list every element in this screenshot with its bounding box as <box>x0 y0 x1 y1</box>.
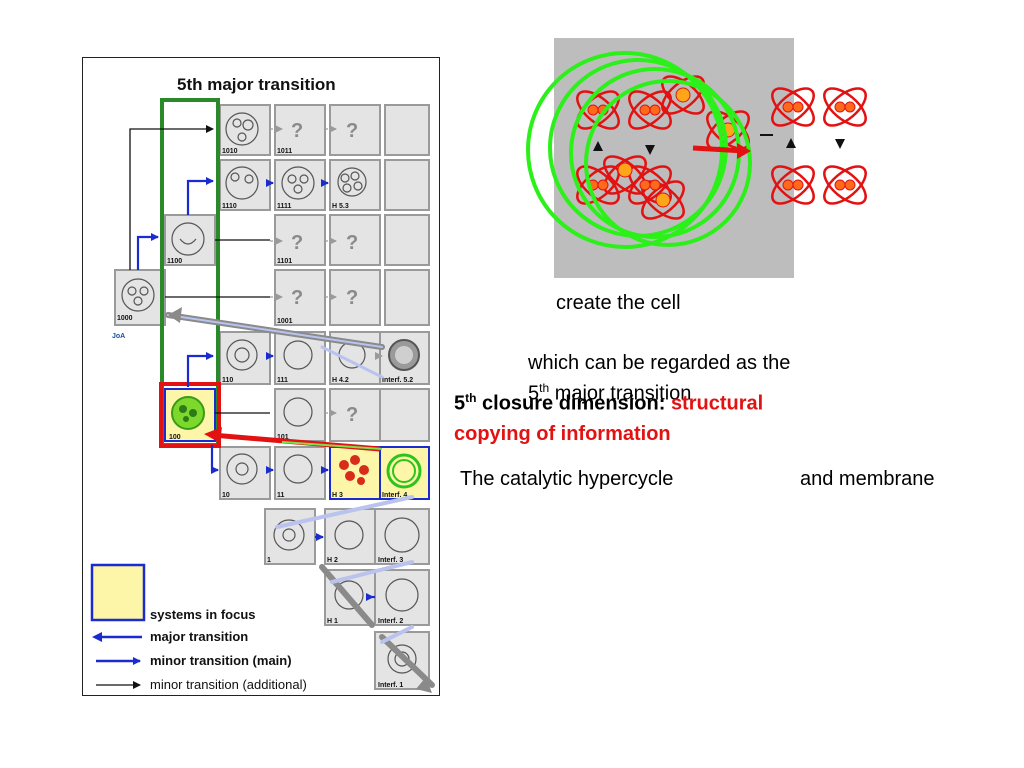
cell-r4c4 <box>329 269 381 326</box>
cell-r1c5 <box>384 104 430 156</box>
cell-label: 1010 <box>222 148 238 155</box>
question-mark: ? <box>346 232 358 254</box>
question-mark: ? <box>291 287 303 309</box>
cell-label: H 3 <box>332 492 343 499</box>
cell-r6c4 <box>329 388 381 442</box>
cell-1110 <box>219 159 271 211</box>
joa-label: JoA <box>112 333 125 340</box>
cell-label: 100 <box>169 434 181 441</box>
closure-sup: th <box>465 391 477 405</box>
cell-label: H 1 <box>327 618 338 625</box>
cell-label: 1011 <box>277 148 292 155</box>
cell-label: 1101 <box>277 258 292 265</box>
closure-black: closure dimension: <box>476 392 671 415</box>
cell-label: Interf. 1 <box>378 682 403 689</box>
cell-icon-100 <box>171 396 205 430</box>
cell-label: 111 <box>277 377 288 384</box>
cell-label: Interf. 5.2 <box>382 377 413 384</box>
cell-icon-h2 <box>334 520 364 550</box>
cell-r3c5 <box>384 214 430 266</box>
regarded-text-line2: 5th major transition <box>528 381 691 406</box>
hypercycle-molecules <box>576 75 867 220</box>
regarded-num: 5 <box>528 382 540 405</box>
cell-label: 1001 <box>277 318 293 325</box>
cell-label: 1 <box>267 557 271 564</box>
cell-label: Interf. 2 <box>378 618 403 625</box>
membrane-text: and membrane <box>800 468 935 490</box>
cell-11 <box>274 446 326 500</box>
cell-1011 <box>274 104 326 156</box>
legend-systems-in-focus: systems in focus <box>150 607 256 622</box>
cell-label: 1111 <box>277 203 292 210</box>
cell-icon-h1 <box>334 580 364 610</box>
cell-label: 1100 <box>167 258 182 265</box>
regarded-suffix: major transition <box>549 382 692 405</box>
legend-minor-main: minor transition (main) <box>150 653 292 668</box>
cell-icon-interf1 <box>387 644 417 674</box>
cell-icon-1111 <box>281 166 315 200</box>
cell-icon-h3 <box>339 455 369 485</box>
cell-label: 1000 <box>117 315 133 322</box>
cell-r6c5 <box>379 388 430 442</box>
cell-label: H 2 <box>327 557 338 564</box>
cell-label: 1110 <box>222 203 237 210</box>
cell-icon-1010 <box>225 112 259 146</box>
cell-label: 10 <box>222 492 230 499</box>
cell-icon-1110 <box>225 166 259 200</box>
cell-h2 <box>324 508 376 565</box>
question-mark: ? <box>346 287 358 309</box>
transition-diagram: 5th major transition <box>82 57 440 696</box>
closure-num: 5 <box>454 392 466 415</box>
cell-icon-10 <box>226 453 258 485</box>
cell-interf3 <box>374 508 430 565</box>
cell-label: Interf. 4 <box>382 492 407 499</box>
cell-label: 101 <box>277 434 289 441</box>
cell-icon-1000 <box>121 278 155 312</box>
legend-minor-additional: minor transition (additional) <box>150 677 307 692</box>
cell-interf2 <box>374 569 430 626</box>
cell-label: 110 <box>222 377 233 384</box>
closure-red-copying: copying of information <box>454 422 671 445</box>
diagram-title: 5th major transition <box>177 75 336 94</box>
cell-r4c5 <box>384 269 430 326</box>
create-cell-text: create the cell <box>556 292 681 314</box>
regarded-text: which can be regarded as the <box>528 352 791 374</box>
hypercycle-text: The catalytic hypercycle <box>460 468 674 490</box>
cell-icon-h53 <box>337 167 367 197</box>
question-mark: ? <box>346 404 358 426</box>
cell-icon-101 <box>283 397 313 427</box>
regarded-sup: th <box>539 381 550 395</box>
legend-focus-swatch <box>90 563 146 622</box>
question-mark: ? <box>291 120 303 142</box>
closure-red-structural: structural <box>670 392 764 415</box>
cell-label: Interf. 3 <box>378 557 403 564</box>
cell-1 <box>264 508 316 565</box>
cell-r1c4 <box>329 104 381 156</box>
question-mark: ? <box>346 120 358 142</box>
question-mark: ? <box>291 232 303 254</box>
cell-icon-11 <box>283 454 313 484</box>
closure-dimension-text: 5th closure dimension: structural copyin… <box>454 383 763 449</box>
cell-label: H 4.2 <box>332 377 349 384</box>
red-focus-frame <box>159 382 221 448</box>
hypercycle-membrane-figure <box>526 38 867 278</box>
cell-icon-1100 <box>171 222 205 256</box>
cell-icon-1 <box>273 519 305 551</box>
cell-icon-111 <box>283 340 313 370</box>
cell-icon-interf3 <box>384 517 420 553</box>
cell-10 <box>219 446 271 500</box>
cell-icon-110 <box>226 339 258 371</box>
cell-label: H 5.3 <box>332 203 349 210</box>
legend-major-transition: major transition <box>150 629 248 644</box>
cell-label: 11 <box>277 492 285 499</box>
cell-1001 <box>274 269 326 326</box>
cell-icon-interf4 <box>386 453 422 489</box>
cell-r2c5 <box>384 159 430 211</box>
cell-icon-interf2 <box>385 578 419 612</box>
